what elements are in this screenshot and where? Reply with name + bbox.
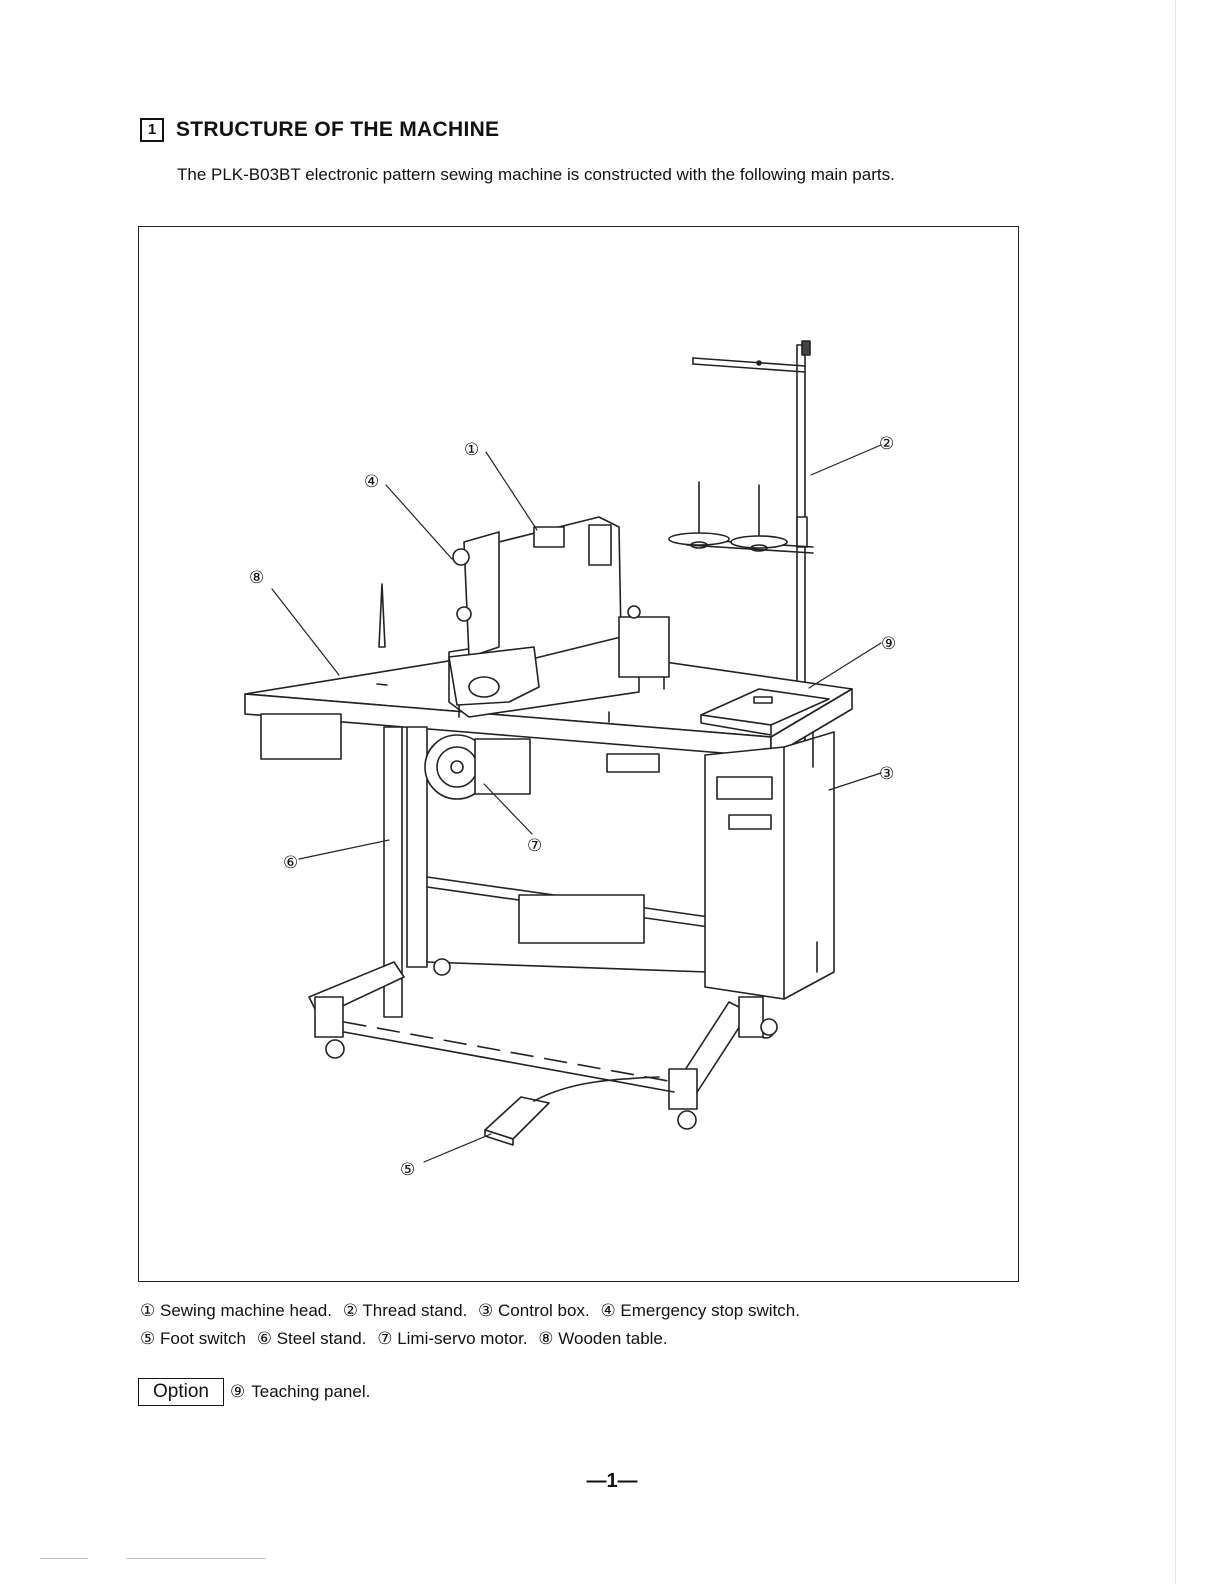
part-item: ⑧ Wooden table. bbox=[538, 1329, 668, 1349]
machine-figure: ① ② ③ ④ ⑤ ⑥ ⑦ ⑧ ⑨ bbox=[138, 226, 1019, 1282]
callout-8: ⑧ bbox=[249, 568, 264, 588]
part-item: ② Thread stand. bbox=[342, 1301, 468, 1321]
callout-9: ⑨ bbox=[881, 634, 896, 654]
option-description: Teaching panel. bbox=[251, 1382, 371, 1401]
part-item: ③ Control box. bbox=[478, 1301, 590, 1321]
option-number: ⑨ bbox=[229, 1382, 246, 1402]
part-item: ⑥ Steel stand. bbox=[256, 1329, 367, 1349]
part-item: ① Sewing machine head. bbox=[140, 1301, 332, 1321]
leader-lines bbox=[271, 444, 882, 1163]
steel-stand-drawing bbox=[308, 726, 775, 1130]
part-item: ⑦ Limi-servo motor. bbox=[377, 1329, 528, 1349]
callout-4: ④ bbox=[364, 472, 379, 492]
page-number: —1— bbox=[586, 1470, 638, 1492]
parts-list: ① Sewing machine head. ② Thread stand. ③… bbox=[140, 1297, 1040, 1353]
parts-line-2: ⑤ Foot switch ⑥ Steel stand. ⑦ Limi-serv… bbox=[140, 1325, 1040, 1353]
callout-7: ⑦ bbox=[527, 836, 542, 856]
section-number: 1 bbox=[140, 118, 164, 142]
section-heading: 1 STRUCTURE OF THE MACHINE bbox=[140, 118, 499, 142]
foot-switch-drawing bbox=[484, 1076, 660, 1146]
callout-1: ① bbox=[464, 440, 479, 460]
part-item: ④ Emergency stop switch. bbox=[600, 1301, 800, 1321]
parts-line-1: ① Sewing machine head. ② Thread stand. ③… bbox=[140, 1297, 1040, 1325]
footer-rule-left bbox=[40, 1558, 88, 1559]
section-title: STRUCTURE OF THE MACHINE bbox=[176, 118, 500, 141]
intro-paragraph: The PLK-B03BT electronic pattern sewing … bbox=[177, 165, 895, 184]
servo-motor-drawing bbox=[424, 734, 660, 800]
part-item: ⑤ Foot switch bbox=[140, 1329, 246, 1349]
callout-6: ⑥ bbox=[283, 853, 298, 873]
callout-2: ② bbox=[879, 434, 894, 454]
callout-5: ⑤ bbox=[400, 1160, 415, 1180]
option-label-box: Option bbox=[138, 1378, 224, 1406]
thread-stand-drawing bbox=[668, 340, 814, 806]
option-row: Option ⑨ Teaching panel. bbox=[138, 1378, 370, 1406]
page-edge-line bbox=[1175, 0, 1176, 1584]
footer-rule-main bbox=[126, 1558, 266, 1559]
callout-3: ③ bbox=[879, 764, 894, 784]
machine-illustration: ① ② ③ ④ ⑤ ⑥ ⑦ ⑧ ⑨ bbox=[244, 340, 896, 1180]
teaching-panel-drawing bbox=[700, 688, 830, 736]
sewing-head-drawing bbox=[448, 516, 670, 723]
control-box-drawing bbox=[704, 731, 835, 1038]
